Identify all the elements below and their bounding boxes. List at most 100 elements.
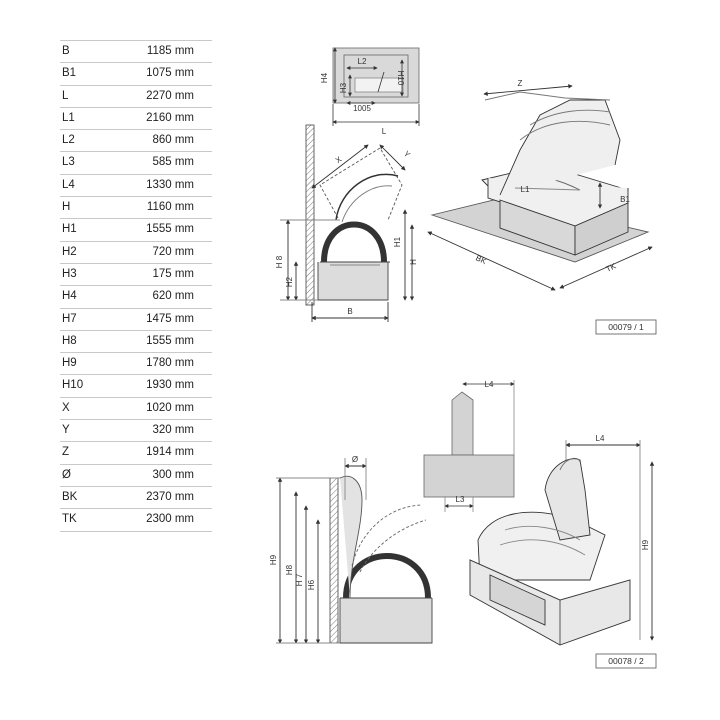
- dimension-value: 585 mm: [152, 156, 194, 169]
- dimension-callout: H9: [641, 539, 650, 550]
- dimension-label: L2: [62, 134, 75, 147]
- dimension-row: Ø 300 mm: [60, 465, 212, 487]
- fig1-side-view: [280, 124, 415, 322]
- dimension-callout: H4: [320, 72, 329, 83]
- dimension-callout: B1: [620, 195, 630, 204]
- fig2-side-view: [276, 458, 433, 644]
- fig2-ref-box: [595, 653, 657, 669]
- dimension-value: 620 mm: [152, 290, 194, 303]
- dimension-row: L2 860 mm: [60, 130, 212, 153]
- dimension-row: H 1160 mm: [60, 197, 212, 220]
- fig1-perspective-view: [427, 84, 653, 291]
- dimension-label: H3: [62, 267, 77, 280]
- dimension-callout: H6: [307, 579, 316, 590]
- dimension-callout: L: [382, 127, 387, 136]
- dimension-row: BK 2370 mm: [60, 487, 212, 510]
- dimension-value: 1475 mm: [146, 312, 194, 325]
- dimension-label: BK: [62, 490, 78, 503]
- dimension-callout: L1: [521, 185, 530, 194]
- dimension-row: B1 1075 mm: [60, 63, 212, 86]
- dimension-row: L3 585 mm: [60, 152, 212, 175]
- dimension-row: B 1185 mm: [60, 40, 212, 64]
- dimensions-table: B 1185 mm B1 1075 mm L 2270 mm L1 2160 mm L2 860 …: [60, 40, 212, 532]
- dimension-row: H2 720 mm: [60, 242, 212, 264]
- dimension-callout: L3: [456, 495, 465, 504]
- dimension-value: 1780 mm: [146, 357, 194, 370]
- dimension-callout: Y: [402, 149, 413, 160]
- dimension-label: Ø: [62, 468, 71, 481]
- dimension-value: 1330 mm: [146, 178, 194, 191]
- fig2-perspective-view: [469, 440, 655, 646]
- dimension-value: 1930 mm: [146, 379, 194, 392]
- dimension-value: 1914 mm: [146, 446, 194, 459]
- dimension-label: B1: [62, 67, 77, 80]
- dimension-callout: BK: [474, 253, 488, 266]
- dimension-value: 1160 mm: [146, 201, 194, 214]
- dimension-label: H: [62, 201, 71, 214]
- dimension-row: L 2270 mm: [60, 86, 212, 108]
- dimension-label: L1: [62, 111, 75, 124]
- dimension-label: H4: [62, 290, 77, 303]
- dimension-label: H10: [62, 379, 84, 392]
- dimension-callout: H10: [396, 71, 405, 86]
- dimension-callout: L4: [596, 434, 605, 443]
- dimension-value: 2370 mm: [146, 490, 194, 503]
- dimension-row: L1 2160 mm: [60, 108, 212, 131]
- dimension-label: H2: [62, 245, 77, 258]
- dimension-row: TK 2300 mm: [60, 509, 212, 532]
- dimension-row: H10 1930 mm: [60, 375, 212, 398]
- dimension-value: 2270 mm: [146, 89, 194, 102]
- fig2-top-view: [423, 380, 515, 512]
- dimension-callout: Ø: [352, 455, 358, 464]
- dimension-value: 2300 mm: [146, 513, 194, 526]
- dimension-label: L4: [62, 178, 75, 191]
- dimension-callout: H1: [393, 236, 402, 247]
- dimension-label: L: [62, 89, 69, 102]
- dimension-callout: X: [334, 154, 344, 165]
- dimension-value: 720 mm: [152, 245, 194, 258]
- dimension-callout: H8: [285, 564, 294, 575]
- dimension-label: TK: [62, 513, 77, 526]
- dimension-label: X: [62, 401, 70, 414]
- dimension-callout: L4: [485, 380, 494, 389]
- dimension-callout: H9: [269, 554, 278, 565]
- dimension-callout: H 8: [275, 255, 284, 268]
- dimension-label: H1: [62, 223, 77, 236]
- dimension-callout: H 7: [295, 573, 304, 586]
- dimension-label: H9: [62, 357, 77, 370]
- dimension-callout: 1005: [353, 104, 371, 113]
- dimension-row: L4 1330 mm: [60, 175, 212, 198]
- dimension-row: Y 320 mm: [60, 420, 212, 443]
- dimension-row: H8 1555 mm: [60, 331, 212, 354]
- fig1-ref-box: [595, 319, 657, 335]
- dimension-value: 1185 mm: [146, 45, 194, 57]
- dimension-label: Y: [62, 424, 70, 437]
- dimension-label: B: [62, 45, 70, 57]
- dimension-label: L3: [62, 156, 75, 169]
- dimension-value: 320 mm: [152, 424, 194, 437]
- dimension-label: H8: [62, 334, 77, 347]
- dimension-value: 2160 mm: [146, 111, 194, 124]
- dimension-callout: B: [347, 307, 352, 316]
- dimension-row: Z 1914 mm: [60, 442, 212, 465]
- dimension-callout: TK: [604, 261, 618, 274]
- dimension-value: 1075 mm: [146, 67, 194, 80]
- dimension-label: Z: [62, 446, 70, 459]
- dimension-row: H1 1555 mm: [60, 219, 212, 242]
- fig1-top-view: [332, 47, 420, 126]
- dimension-value: 300 mm: [152, 468, 194, 481]
- dimension-row: H9 1780 mm: [60, 353, 212, 376]
- dimension-callout: H2: [285, 276, 294, 287]
- dimension-callout: H3: [339, 82, 348, 93]
- dimension-callout: L2: [358, 57, 367, 66]
- dimension-callout: Z: [518, 79, 523, 88]
- dimension-value: 860 mm: [152, 134, 194, 147]
- dimension-value: 1555 mm: [146, 223, 194, 236]
- dimension-value: 1020 mm: [146, 401, 194, 414]
- fig2-ref-number: 00078 / 2: [608, 656, 644, 666]
- dimension-row: X 1020 mm: [60, 398, 212, 421]
- dimension-value: 1555 mm: [146, 334, 194, 347]
